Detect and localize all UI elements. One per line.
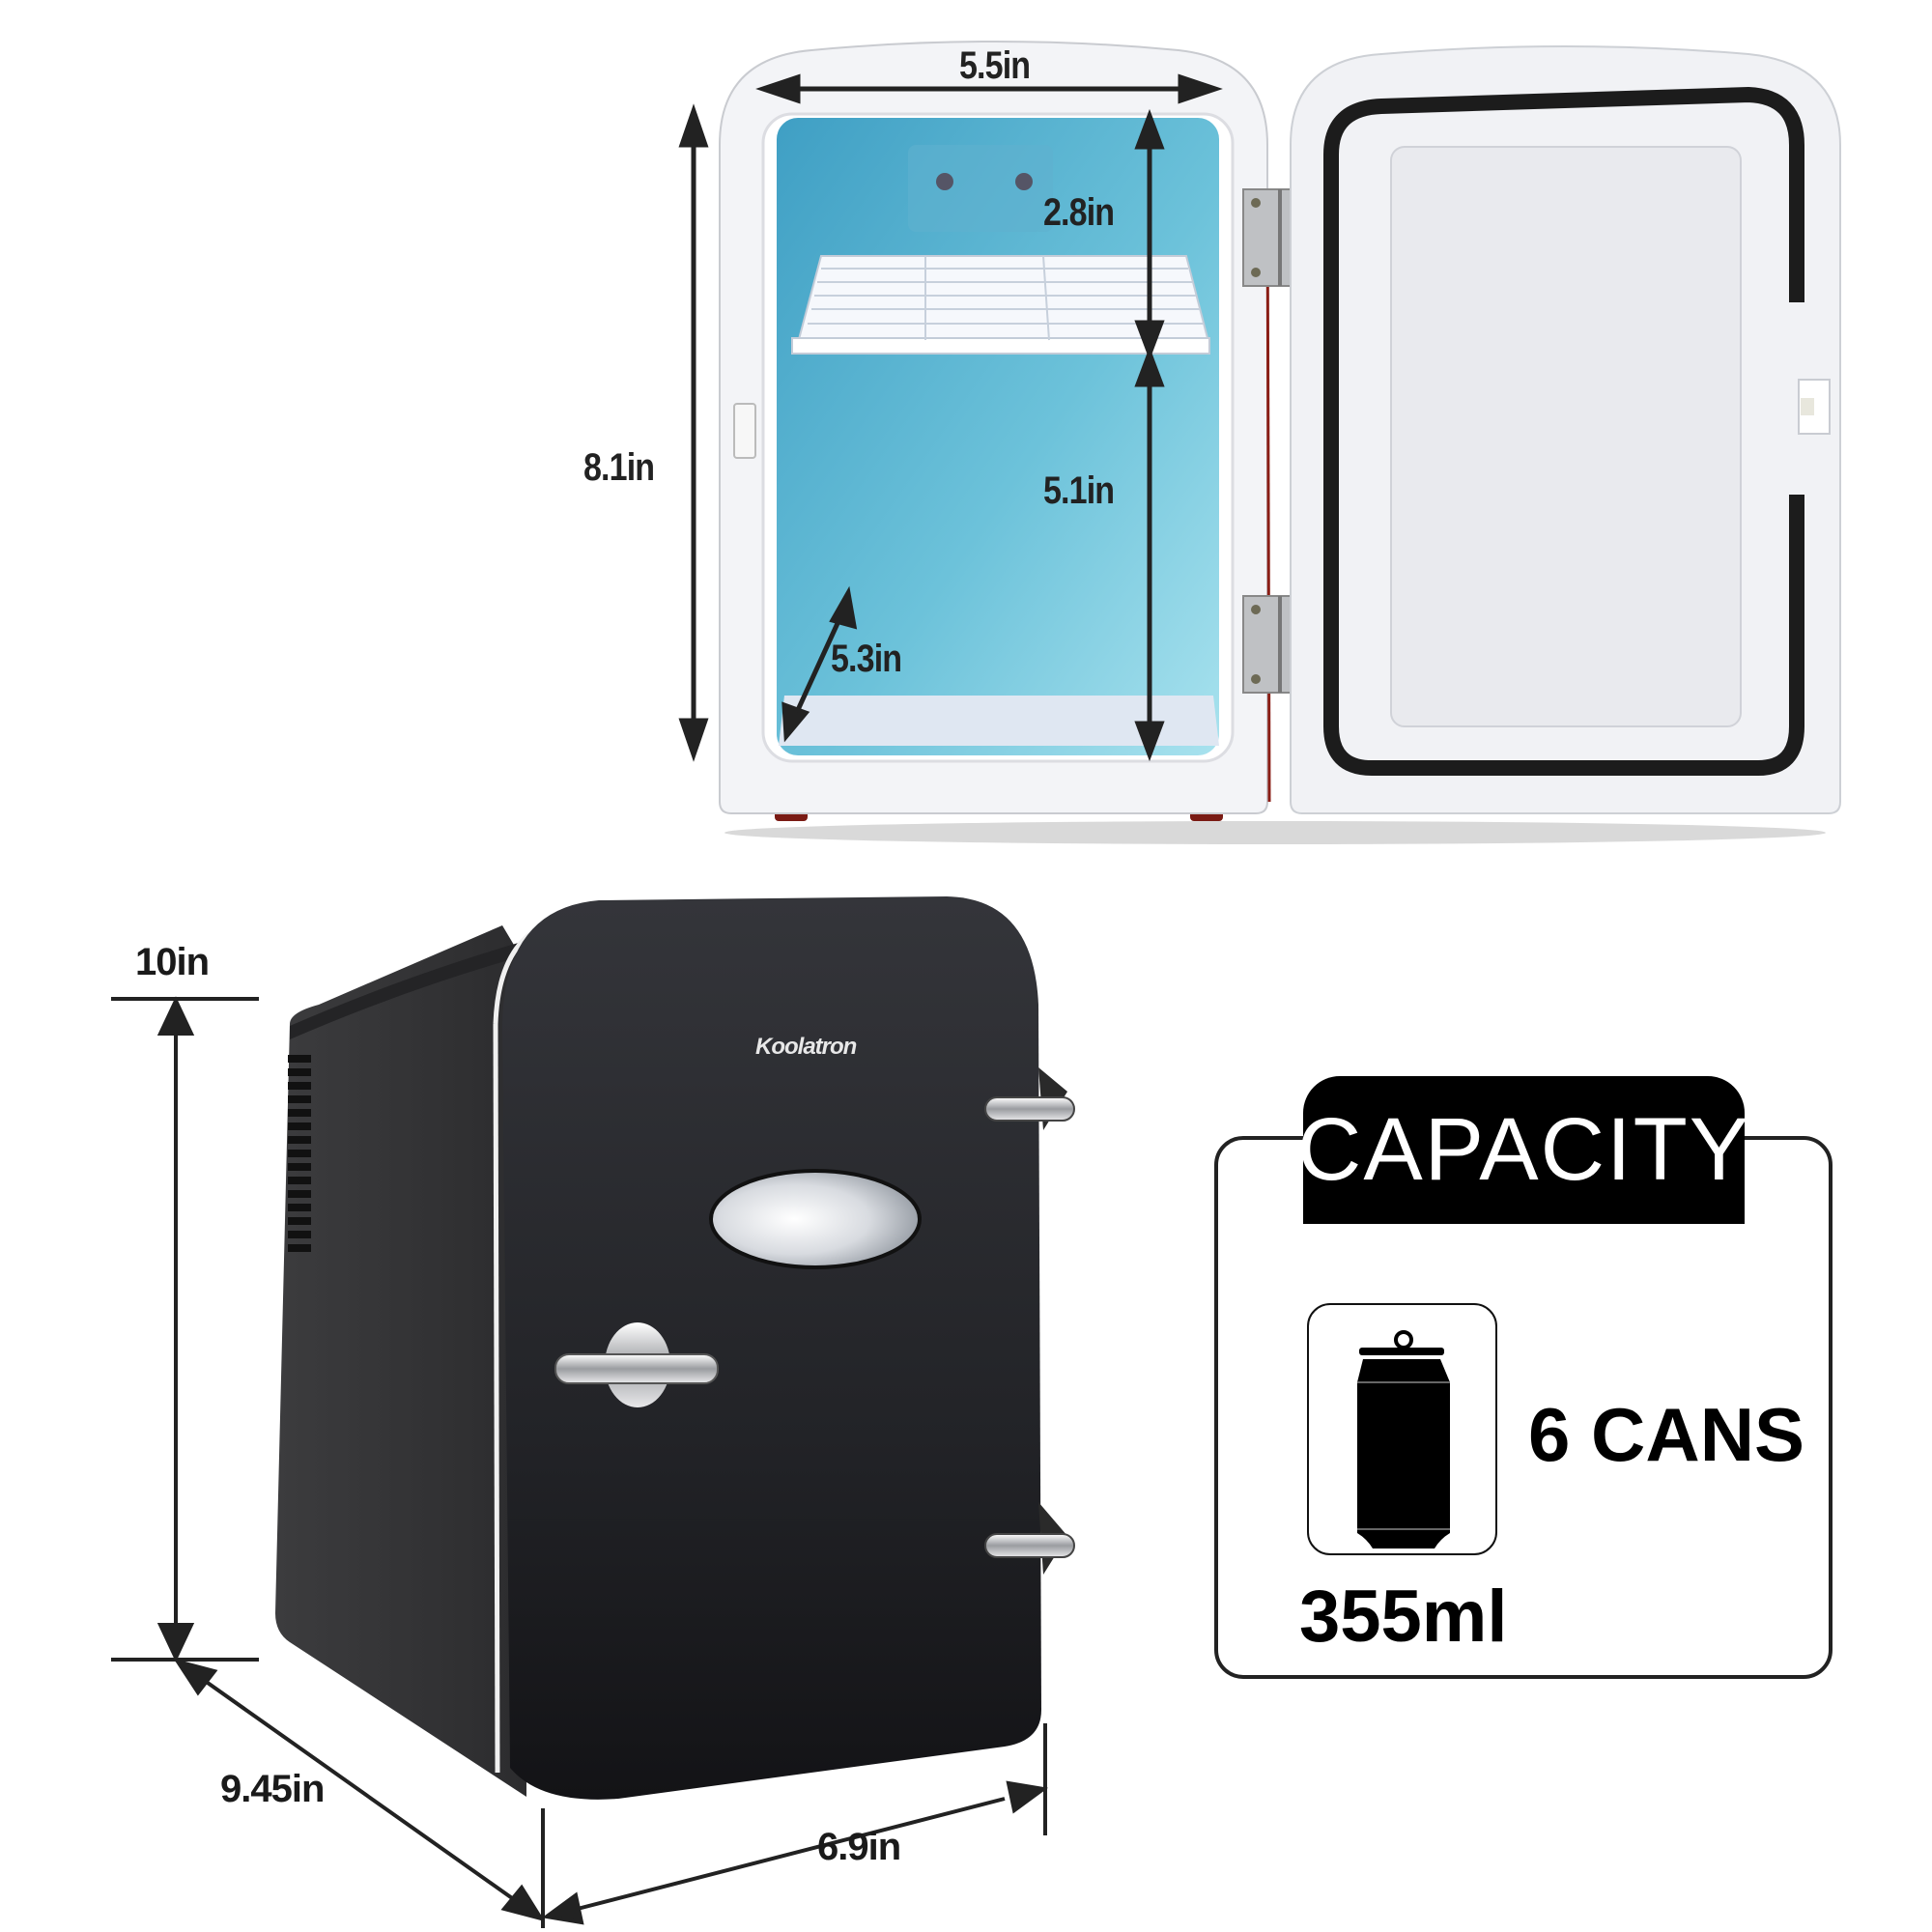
label-depth-5-3in: 5.3in [831,638,902,680]
label-width-5-5in: 5.5in [959,44,1031,87]
capacity-title: CAPACITY [1297,1076,1748,1224]
can-icon-frame [1307,1303,1497,1555]
label-top-compartment-2-8in: 2.8in [1043,191,1115,234]
capacity-title-text: CAPACITY [1296,1100,1751,1199]
soda-can-icon [1357,1330,1450,1548]
label-depth-9-45in: 9.45in [220,1768,325,1810]
label-width-6-9in: 6.9in [817,1826,901,1868]
brand-logo: Koolatron [755,1034,857,1060]
can-volume: 355ml [1299,1576,1508,1658]
label-height-10in: 10in [135,941,210,983]
label-height-8-1in: 8.1in [583,446,655,489]
label-bottom-compartment-5-1in: 5.1in [1043,469,1115,512]
capacity-count: 6 CANS [1528,1392,1805,1477]
